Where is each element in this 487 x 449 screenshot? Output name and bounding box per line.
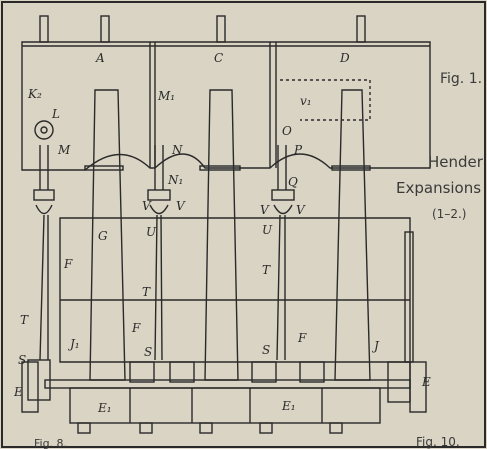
lubricator-L: [34, 120, 54, 140]
crosshead-2: [147, 189, 171, 201]
label-S3: S: [262, 343, 271, 357]
top-stud-1: [39, 15, 49, 43]
crosshead-1: [33, 189, 55, 201]
flywheel-left: [21, 361, 39, 413]
crank-right: [387, 361, 411, 403]
crank-5: [299, 361, 325, 383]
label-v1: v₁: [300, 94, 312, 108]
label-Q: Q: [288, 175, 298, 189]
side-title-2: Expansions: [396, 179, 482, 197]
side-note: (1–2.): [432, 207, 467, 221]
top-stud-2: [100, 15, 110, 43]
label-V-l2: V: [260, 203, 269, 217]
label-E-right: E: [422, 375, 431, 389]
label-K2: K₂: [28, 87, 42, 101]
conn-rod-T1: [39, 214, 45, 361]
label-S2: S: [144, 345, 153, 359]
label-F3: F: [298, 331, 307, 345]
crank-3: [169, 361, 195, 383]
label-V-r2: V: [296, 203, 305, 217]
label-J: J: [374, 339, 379, 353]
label-T3: T: [20, 313, 29, 327]
cylinder-block: [21, 41, 431, 171]
label-E1-a: E₁: [98, 401, 112, 415]
crosshead-3: [271, 189, 295, 201]
fig-label: Fig. 1.: [440, 71, 483, 87]
label-N1: N₁: [168, 173, 184, 187]
side-title-1: Hender: [428, 153, 483, 171]
top-stud-4: [356, 15, 366, 43]
side-bearing-right: [404, 231, 414, 363]
top-stud-3: [216, 15, 226, 43]
label-A: A: [96, 51, 105, 65]
label-P: P: [294, 143, 303, 157]
label-U1: U: [146, 225, 157, 239]
conn-rod-T3: [276, 214, 281, 361]
conn-rod-T2: [154, 214, 158, 361]
crank-2: [129, 361, 155, 383]
label-F2: F: [132, 321, 141, 335]
label-E-left: E: [14, 385, 23, 399]
crank-4: [251, 361, 277, 383]
column-center: [204, 89, 239, 381]
label-F1: F: [64, 257, 73, 271]
valve-chest-dashed: [280, 79, 371, 121]
label-M1: M₁: [158, 89, 176, 103]
label-T2: T: [262, 263, 271, 277]
label-U2: U: [262, 223, 273, 237]
label-S1: S: [18, 353, 27, 367]
label-M: M: [58, 143, 71, 157]
bedplate: [69, 387, 381, 424]
label-G: G: [98, 229, 108, 243]
label-J1: J₁: [70, 337, 80, 351]
bedplate-top: [44, 379, 411, 389]
label-N: N: [172, 143, 183, 157]
bottom-left-label: Fig. 8.: [34, 437, 68, 449]
label-C: C: [214, 51, 224, 65]
label-E1-b: E₁: [282, 399, 296, 413]
column-right: [334, 89, 371, 381]
bottom-right-label: Fig. 10.: [416, 435, 460, 449]
label-V-l1: V: [142, 199, 151, 213]
label-V-r1: V: [176, 199, 185, 213]
label-L: L: [52, 107, 60, 121]
label-O: O: [282, 124, 292, 138]
label-T1: T: [142, 285, 151, 299]
flywheel-right: [409, 361, 427, 413]
label-D: D: [340, 51, 350, 65]
